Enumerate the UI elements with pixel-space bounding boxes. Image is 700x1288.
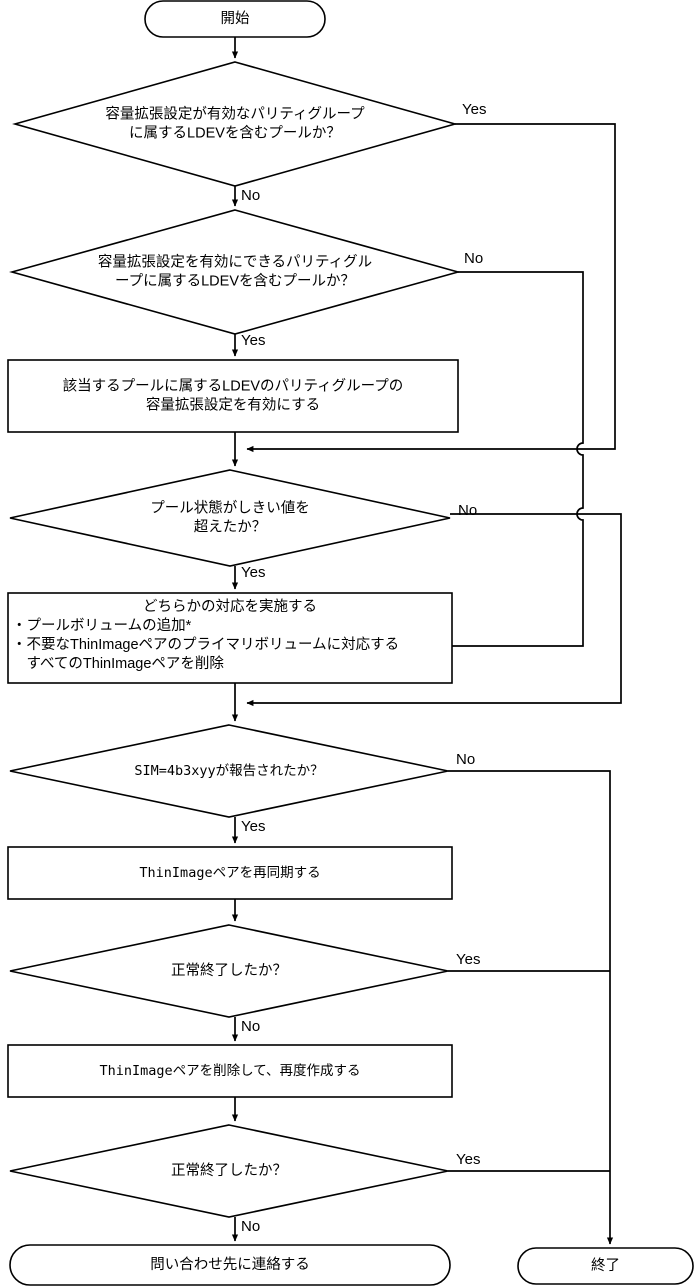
edge-label-q5-no: No bbox=[241, 1018, 260, 1035]
edge-label-q2-yes: Yes bbox=[241, 332, 265, 349]
node-end: 終了 bbox=[517, 1247, 694, 1285]
node-label-line: 容量拡張設定が有効なパリティグループ bbox=[105, 105, 365, 122]
node-label-line: 正常終了したか？ bbox=[171, 1162, 287, 1179]
node-p3: ThinImageペアを再同期する bbox=[7, 846, 453, 900]
node-layer: 開始容量拡張設定が有効なパリティグループに属するLDEVを含むプールか？容量拡張… bbox=[7, 0, 694, 1286]
edge-label-q6-no: No bbox=[241, 1218, 260, 1235]
decision-shape bbox=[9, 1124, 449, 1218]
node-label-line: 超えたか？ bbox=[194, 518, 267, 535]
connector-q2-no-route bbox=[246, 271, 584, 650]
node-label-line: プール状態がしきい値を bbox=[150, 499, 310, 516]
node-label-line: 容量拡張設定を有効にする bbox=[146, 396, 320, 413]
node-label-line: ープに属するLDEVを含むプールか？ bbox=[115, 272, 355, 289]
node-p2: どちらかの対応を実施する・プールボリュームの追加* ・不要なThinImageペア… bbox=[7, 592, 453, 684]
node-label-line: 開始 bbox=[221, 10, 250, 27]
node-q5: 正常終了したか？ bbox=[9, 924, 449, 1018]
node-label-line: ・不要なThinImageペアのプライマリボリュームに対応する bbox=[12, 636, 399, 653]
edge-label-q3-yes: Yes bbox=[241, 564, 265, 581]
node-label-line: 正常終了したか？ bbox=[171, 962, 287, 979]
node-start: 開始 bbox=[144, 0, 326, 38]
decision-shape bbox=[9, 924, 449, 1018]
edge-label-q4-no: No bbox=[456, 751, 475, 768]
node-p4: ThinImageペアを削除して、再度作成する bbox=[7, 1044, 453, 1098]
edge-label-q6-yes: Yes bbox=[456, 1151, 480, 1168]
decision-shape bbox=[9, 209, 461, 335]
node-end-contact: 問い合わせ先に連絡する bbox=[9, 1244, 451, 1286]
process-shape bbox=[7, 359, 459, 433]
node-label-line: ThinImageペアを再同期する bbox=[139, 865, 320, 881]
node-q6: 正常終了したか？ bbox=[9, 1124, 449, 1218]
decision-shape bbox=[12, 61, 458, 187]
connector-q1-yes-route bbox=[246, 123, 616, 453]
node-q4: SIM=4b3xyyが報告されたか？ bbox=[9, 724, 449, 818]
connector-q4-no-route bbox=[448, 770, 614, 1245]
node-label-line: 終了 bbox=[591, 1257, 620, 1274]
connector-layer bbox=[231, 37, 622, 1245]
node-label-line: SIM=4b3xyyが報告されたか？ bbox=[134, 763, 323, 779]
edge-label-q4-yes: Yes bbox=[241, 818, 265, 835]
edge-label-q5-yes: Yes bbox=[456, 951, 480, 968]
terminator-shape bbox=[517, 1247, 694, 1285]
edge-label-q2-no: No bbox=[464, 250, 483, 267]
node-label-line: ThinImageペアを削除して、再度作成する bbox=[99, 1063, 360, 1079]
process-shape bbox=[7, 1044, 453, 1098]
node-label-line: 問い合わせ先に連絡する bbox=[150, 1256, 310, 1273]
connector-q3-no-route bbox=[246, 513, 622, 707]
edge-label-q1-yes: Yes bbox=[462, 101, 486, 118]
edge-label-q1-no: No bbox=[241, 187, 260, 204]
node-label-line: ・プールボリュームの追加* bbox=[12, 617, 192, 634]
node-label-line: 容量拡張設定を有効にできるパリティグル bbox=[98, 253, 372, 270]
node-label-line: どちらかの対応を実施する bbox=[143, 598, 317, 615]
terminator-shape bbox=[144, 0, 326, 38]
node-label-line: に属するLDEVを含むプールか？ bbox=[129, 124, 341, 141]
process-shape bbox=[7, 592, 453, 684]
node-label-line: 該当するプールに属するLDEVのパリティグループの bbox=[63, 377, 404, 394]
decision-shape bbox=[9, 724, 449, 818]
terminator-shape bbox=[9, 1244, 451, 1286]
node-label-line: すべてのThinImageペアを削除 bbox=[12, 655, 224, 672]
process-shape bbox=[7, 846, 453, 900]
edge-label-q3-no: No bbox=[458, 502, 477, 519]
decision-shape bbox=[9, 469, 451, 567]
